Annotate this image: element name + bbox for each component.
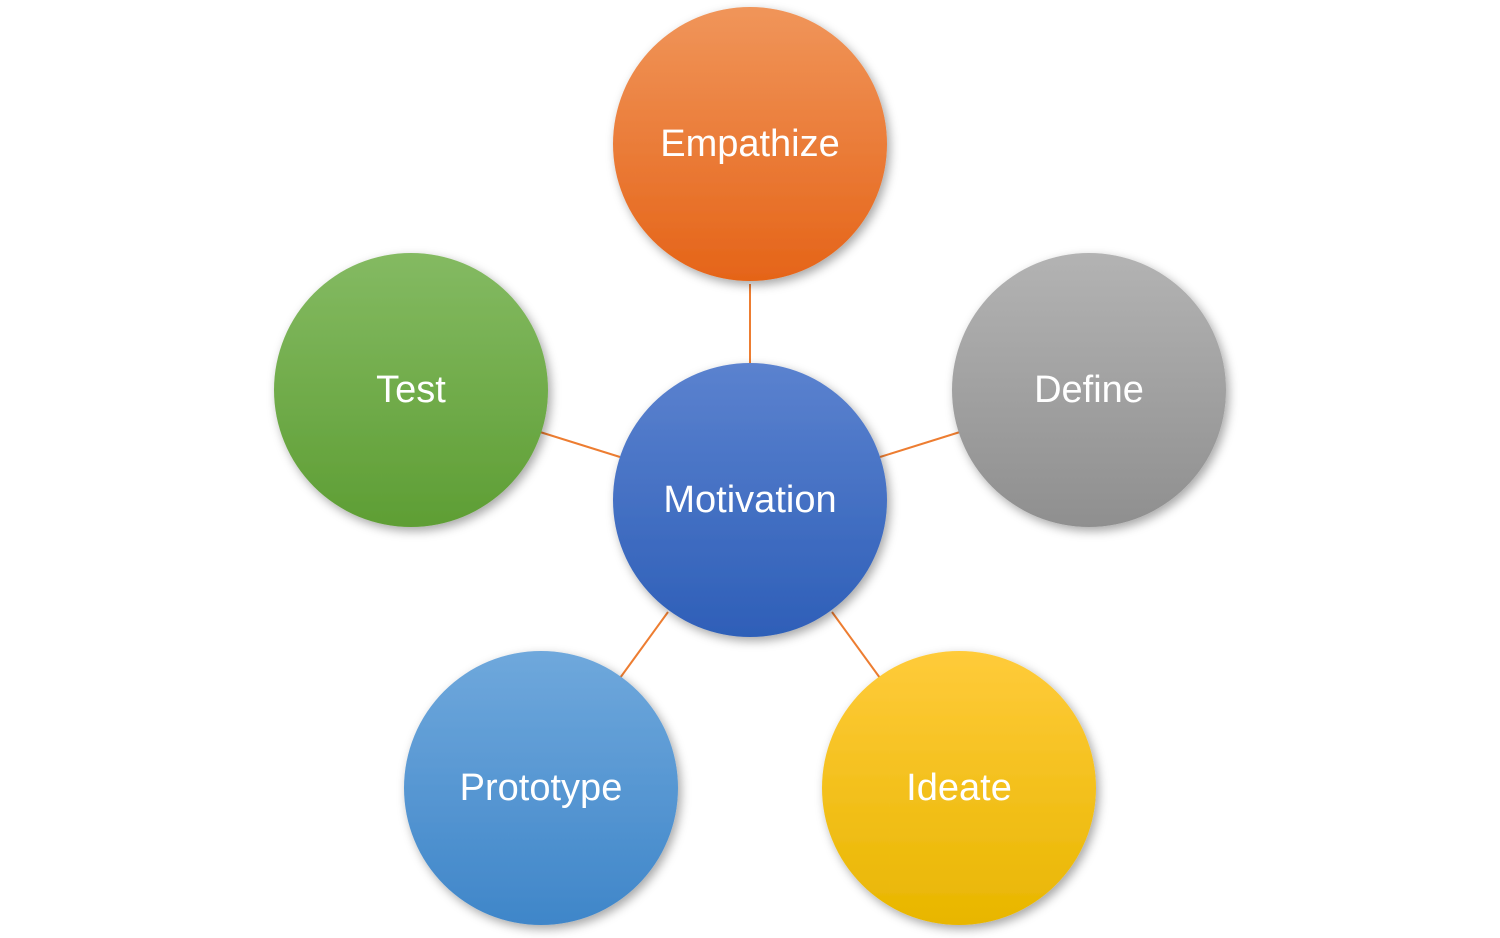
connector-prototype [619, 611, 669, 679]
node-motivation: Motivation [613, 363, 887, 637]
node-prototype-circle [404, 651, 678, 925]
node-motivation-circle [613, 363, 887, 637]
node-define-circle [952, 253, 1226, 527]
node-empathize-circle [613, 7, 887, 281]
connector-test [539, 431, 621, 458]
node-test-circle [274, 253, 548, 527]
node-define: Define [952, 253, 1226, 527]
node-motivation-label: Motivation [663, 479, 836, 521]
node-test-label: Test [376, 369, 446, 411]
node-ideate: Ideate [822, 651, 1096, 925]
node-empathize: Empathize [613, 7, 887, 281]
node-prototype-label: Prototype [460, 767, 623, 809]
node-empathize-label: Empathize [660, 123, 840, 165]
node-define-label: Define [1034, 369, 1144, 411]
node-ideate-label: Ideate [906, 767, 1012, 809]
connector-define [879, 431, 961, 458]
node-test: Test [274, 253, 548, 527]
node-ideate-circle [822, 651, 1096, 925]
connector-ideate [831, 611, 881, 679]
node-prototype: Prototype [404, 651, 678, 925]
